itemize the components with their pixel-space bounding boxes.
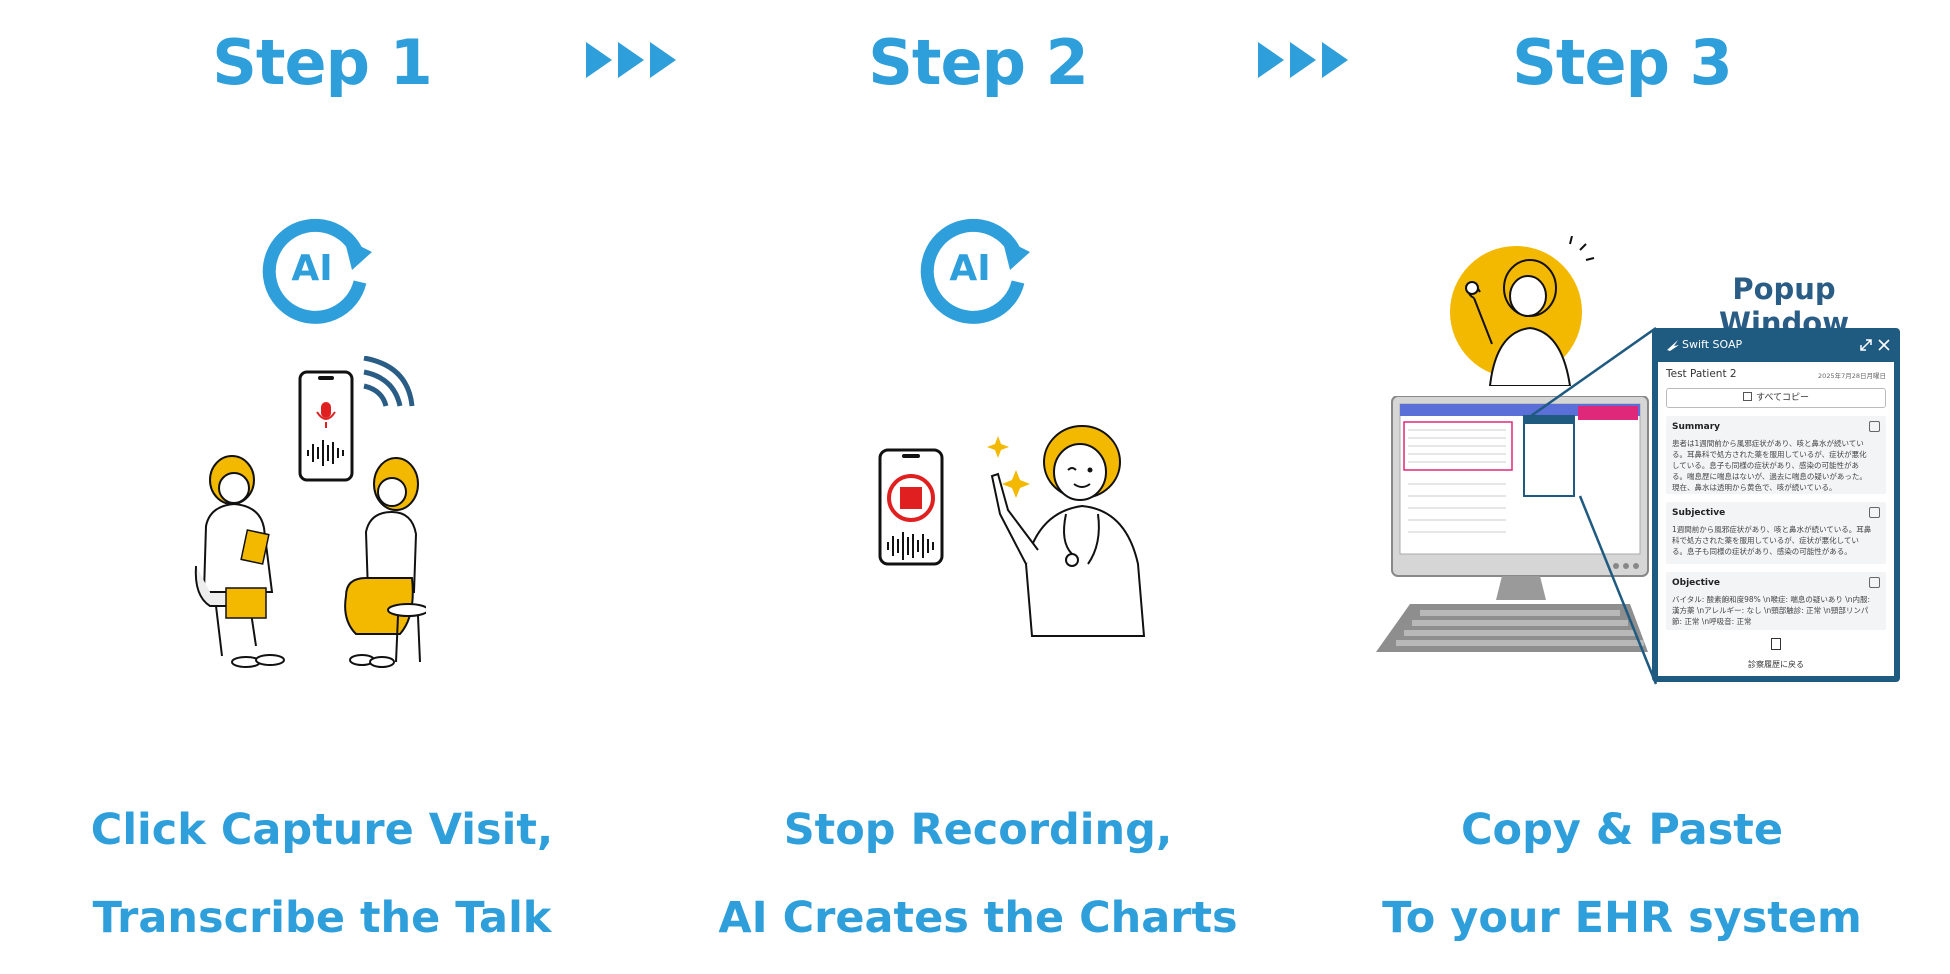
desktop-computer-illustration (1376, 396, 1649, 652)
doctor-stop-recording-illustration (878, 425, 1146, 637)
swift-bird-logo-icon (1667, 340, 1679, 351)
step-3-caption-line1: Copy & Paste (1460, 805, 1784, 855)
ai-cycle-icon: AI (920, 218, 1030, 324)
step-2-title: Step 2 (868, 26, 1088, 99)
step-2-caption-line2: AI Creates the Charts (718, 893, 1238, 943)
copy-icon[interactable] (1869, 421, 1880, 432)
summary-text: 患者は1週間前から風邪症状があり、咳と鼻水が続いている。耳鼻科で処方された薬を服… (1672, 439, 1867, 492)
ai-label: AI (949, 248, 990, 289)
triple-arrow-icon (586, 42, 676, 78)
copy-icon[interactable] (1869, 577, 1880, 588)
step-1-caption-line2: Transcribe the Talk (92, 893, 552, 943)
ai-label: AI (291, 248, 332, 289)
swift-soap-popup: Swift SOAP Test Patient 2 2025年7月28日月曜日 … (1652, 328, 1900, 682)
copy-icon[interactable] (1869, 507, 1880, 518)
step-3-caption: Copy & Paste To your EHR system (1312, 786, 1932, 962)
pointing-doctor-figure (990, 425, 1146, 637)
popup-header: Swift SOAP (1652, 328, 1900, 362)
step-1-title: Step 1 (212, 26, 432, 99)
document-icon (1771, 638, 1781, 650)
step-3-title: Step 3 (1512, 26, 1732, 99)
step-2-caption-line1: Stop Recording, (783, 805, 1173, 855)
back-to-history-button[interactable]: 診察履歴に戻る (1718, 638, 1834, 671)
callout-lines (1527, 326, 1658, 685)
objective-text: バイタル: 酸素飽和度98% \n喉症: 喘息の疑いあり \n内服: 漢方薬 \… (1672, 595, 1871, 626)
ok-doctor-illustration (1450, 236, 1595, 386)
phone-recording-icon (298, 370, 354, 482)
summary-title: Summary (1672, 422, 1721, 432)
subjective-text: 1週間前から風邪症状があり、咳と鼻水が続いている。耳鼻科で処方された薬を服用して… (1672, 525, 1872, 556)
signal-waves-icon (363, 356, 415, 407)
step-2-caption: Stop Recording, AI Creates the Charts (668, 786, 1288, 962)
step-1-caption: Click Capture Visit, Transcribe the Talk (12, 786, 632, 962)
patient-name: Test Patient 2 (1666, 368, 1737, 380)
triple-arrow-icon (1258, 42, 1348, 78)
ai-cycle-icon: AI (262, 218, 372, 324)
expand-icon[interactable] (1860, 339, 1872, 351)
subjective-section: Subjective 1週間前から風邪症状があり、咳と鼻水が続いている。耳鼻科で… (1666, 502, 1886, 564)
step-1-caption-line1: Click Capture Visit, (90, 805, 554, 855)
doctor-patient-conversation-illustration (194, 356, 426, 668)
visit-date: 2025年7月28日月曜日 (1818, 372, 1886, 380)
popup-app-name: Swift SOAP (1682, 338, 1743, 351)
objective-section: Objective バイタル: 酸素飽和度98% \n喉症: 喘息の疑いあり \… (1666, 572, 1886, 630)
subjective-title: Subjective (1672, 508, 1726, 518)
back-to-history-label: 診察履歴に戻る (1748, 660, 1804, 669)
popup-body: Test Patient 2 2025年7月28日月曜日 すべてコピー Summ… (1658, 362, 1894, 676)
close-icon[interactable] (1878, 339, 1890, 351)
sparkle-icon (987, 436, 1030, 498)
seated-doctor-figure (194, 455, 285, 668)
step-3-caption-line2: To your EHR system (1382, 893, 1862, 943)
seated-patient-figure (344, 457, 426, 668)
copy-all-button[interactable]: すべてコピー (1666, 388, 1886, 408)
copy-icon (1742, 392, 1752, 401)
phone-stop-icon (878, 448, 944, 566)
copy-all-label: すべてコピー (1755, 393, 1809, 403)
objective-title: Objective (1672, 578, 1720, 588)
summary-section: Summary 患者は1週間前から風邪症状があり、咳と鼻水が続いている。耳鼻科で… (1666, 416, 1886, 494)
